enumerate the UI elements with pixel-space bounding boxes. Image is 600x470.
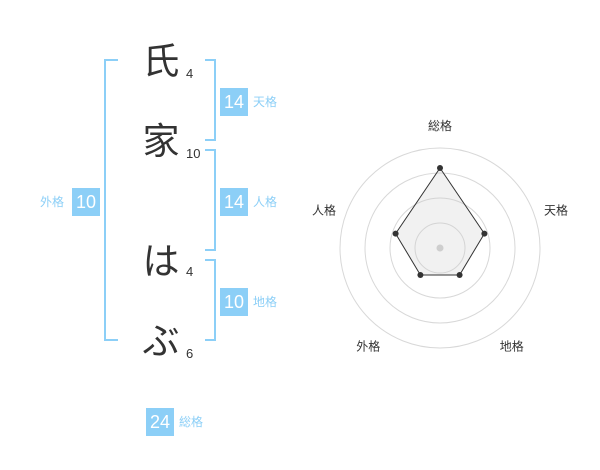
radar-axis-label: 総格 bbox=[428, 118, 452, 133]
soukaku-value: 24 bbox=[146, 408, 174, 436]
radar-data-point bbox=[437, 165, 443, 171]
jinkaku-value: 14 bbox=[220, 188, 248, 216]
radar-axis-label: 地格 bbox=[500, 339, 524, 354]
jinkaku-bracket bbox=[205, 149, 216, 251]
stroke-count-3: 4 bbox=[186, 264, 194, 279]
stroke-count-1: 4 bbox=[186, 66, 194, 81]
radar-data-point bbox=[392, 230, 399, 237]
radar-data-point bbox=[456, 271, 463, 278]
gaikaku-bracket bbox=[104, 59, 118, 341]
gaikaku-label: 外格 bbox=[40, 195, 65, 209]
radar-grid-ring bbox=[339, 147, 541, 349]
name-char-1: 氏 bbox=[142, 40, 180, 83]
gaikaku-value: 10 bbox=[72, 188, 100, 216]
name-char-2: 家 bbox=[142, 120, 180, 163]
radar-center-dot bbox=[436, 244, 444, 252]
stroke-count-2: 10 bbox=[186, 146, 201, 161]
chikaku-bracket bbox=[205, 259, 216, 341]
radar-grid-ring bbox=[414, 222, 466, 274]
tenkaku-bracket bbox=[205, 59, 216, 141]
radar-axis-label: 外格 bbox=[356, 339, 380, 354]
name-char-4: ぶ bbox=[142, 320, 180, 363]
soukaku-label: 総格 bbox=[179, 415, 204, 429]
radar-axis-label: 人格 bbox=[312, 202, 336, 217]
radar-value-polygon bbox=[395, 167, 485, 276]
chikaku-value: 10 bbox=[220, 288, 248, 316]
jinkaku-label: 人格 bbox=[253, 195, 278, 209]
stroke-count-4: 6 bbox=[186, 346, 194, 361]
name-char-3: は bbox=[142, 240, 180, 283]
radar-grid-ring bbox=[389, 197, 491, 299]
chikaku-label: 地格 bbox=[253, 295, 278, 309]
tenkaku-value: 14 bbox=[220, 88, 248, 116]
tenkaku-label: 天格 bbox=[253, 95, 278, 109]
radar-data-point bbox=[417, 271, 424, 278]
radar-grid-ring bbox=[364, 172, 516, 324]
radar-data-point bbox=[481, 230, 488, 237]
radar-axis-label: 天格 bbox=[544, 202, 568, 217]
